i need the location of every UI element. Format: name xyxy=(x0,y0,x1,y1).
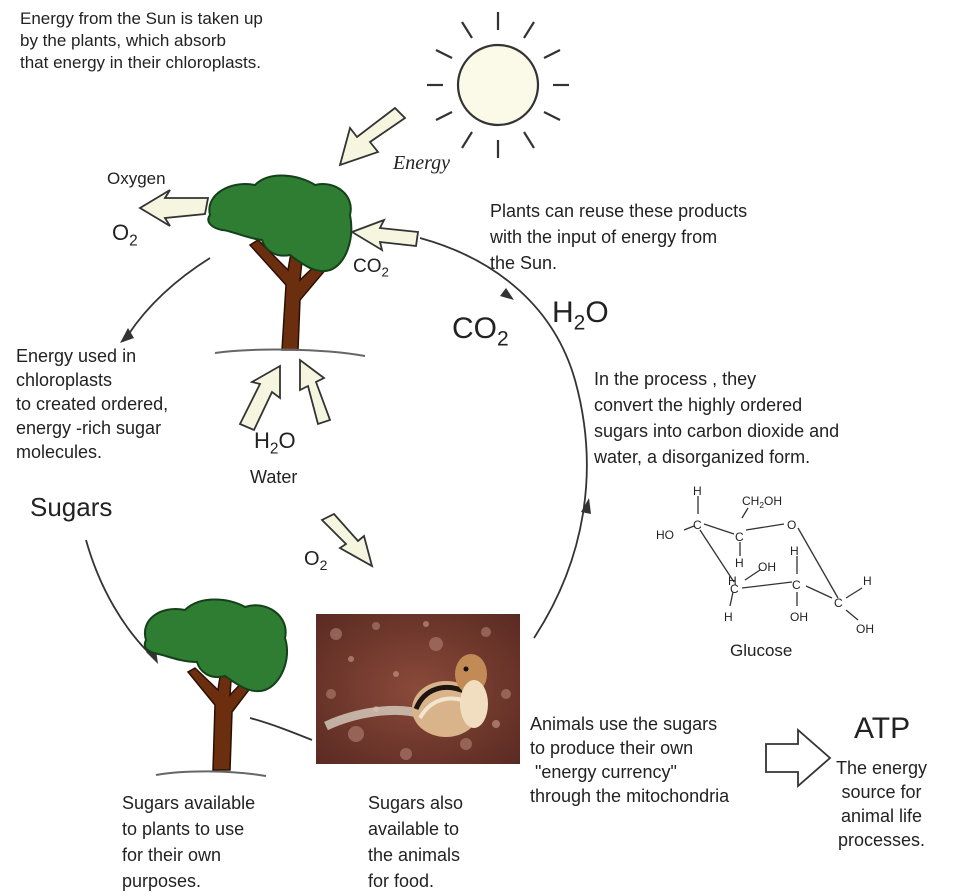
chipmunk-photo xyxy=(316,614,520,764)
sugars-plants-caption: Sugars available to plants to use for th… xyxy=(122,793,256,891)
sugars-animals-caption: Sugars also available to the animals for… xyxy=(368,793,464,891)
glucose-atom: CH2OH xyxy=(742,494,783,510)
glucose-atom: C xyxy=(792,578,801,592)
glucose-label: Glucose xyxy=(730,641,793,660)
glucose-atom: H xyxy=(863,574,872,588)
process-caption: In the process , they convert the highly… xyxy=(594,369,840,467)
connector-line xyxy=(249,717,313,741)
reuse-caption: Plants can reuse these products with the… xyxy=(490,201,748,273)
co2-tree-label: CO2 xyxy=(353,256,389,280)
glucose-atom: OH xyxy=(856,622,874,636)
h2o-big-label: H2O xyxy=(552,296,609,335)
h2o-label: H2O xyxy=(254,428,296,458)
energy-label: Energy xyxy=(393,152,451,174)
glucose-atom: H xyxy=(728,574,737,588)
energy-used-caption: Energy used in chloroplasts to created o… xyxy=(16,346,169,462)
tree-icon xyxy=(143,598,289,777)
oxygen-arrow-icon xyxy=(138,189,210,227)
water-label: Water xyxy=(250,467,298,487)
co2-arrow-icon xyxy=(349,218,420,252)
sun-icon xyxy=(427,12,569,158)
glucose-structure xyxy=(683,496,863,621)
glucose-atom: C xyxy=(735,530,744,544)
glucose-atom: H xyxy=(693,484,702,498)
animals-use-caption: Animals use the sugars to produce their … xyxy=(530,714,730,806)
left-arc xyxy=(127,257,211,336)
o2-mid-label: O2 xyxy=(304,548,328,573)
co2-big-label: CO2 xyxy=(452,312,509,351)
glucose-atom: C xyxy=(730,582,739,596)
sugars-arc xyxy=(85,539,153,657)
atp-arrow-icon xyxy=(765,728,832,788)
arc-arrowhead-icon xyxy=(581,498,591,514)
glucose-atom: H xyxy=(724,610,733,624)
glucose-atom: OH xyxy=(790,610,808,624)
glucose-atom: O xyxy=(787,518,797,532)
glucose-atom: H xyxy=(735,556,744,570)
o2-arrow-icon xyxy=(320,512,374,568)
energy-arrow-icon xyxy=(338,106,407,167)
sun-energy-caption: Energy from the Sun is taken up by the p… xyxy=(20,9,263,72)
arc-arrowhead-icon xyxy=(500,288,514,300)
atp-label: ATP xyxy=(854,712,911,745)
tree-icon xyxy=(207,174,366,357)
o2-label: O2 xyxy=(112,220,138,250)
cycle-arc xyxy=(419,237,588,639)
glucose-atom: HO xyxy=(656,528,674,542)
glucose-atom: OH xyxy=(758,560,776,574)
water-arrow-icon xyxy=(238,358,332,432)
glucose-atom: C xyxy=(834,596,843,610)
sugars-label: Sugars xyxy=(30,492,113,522)
atp-description: The energy source for animal life proces… xyxy=(836,758,928,850)
glucose-atom: H xyxy=(790,544,799,558)
oxygen-label: Oxygen xyxy=(107,169,166,188)
left-arc-arrowhead-icon xyxy=(120,328,134,343)
glucose-atom: C xyxy=(693,518,702,532)
